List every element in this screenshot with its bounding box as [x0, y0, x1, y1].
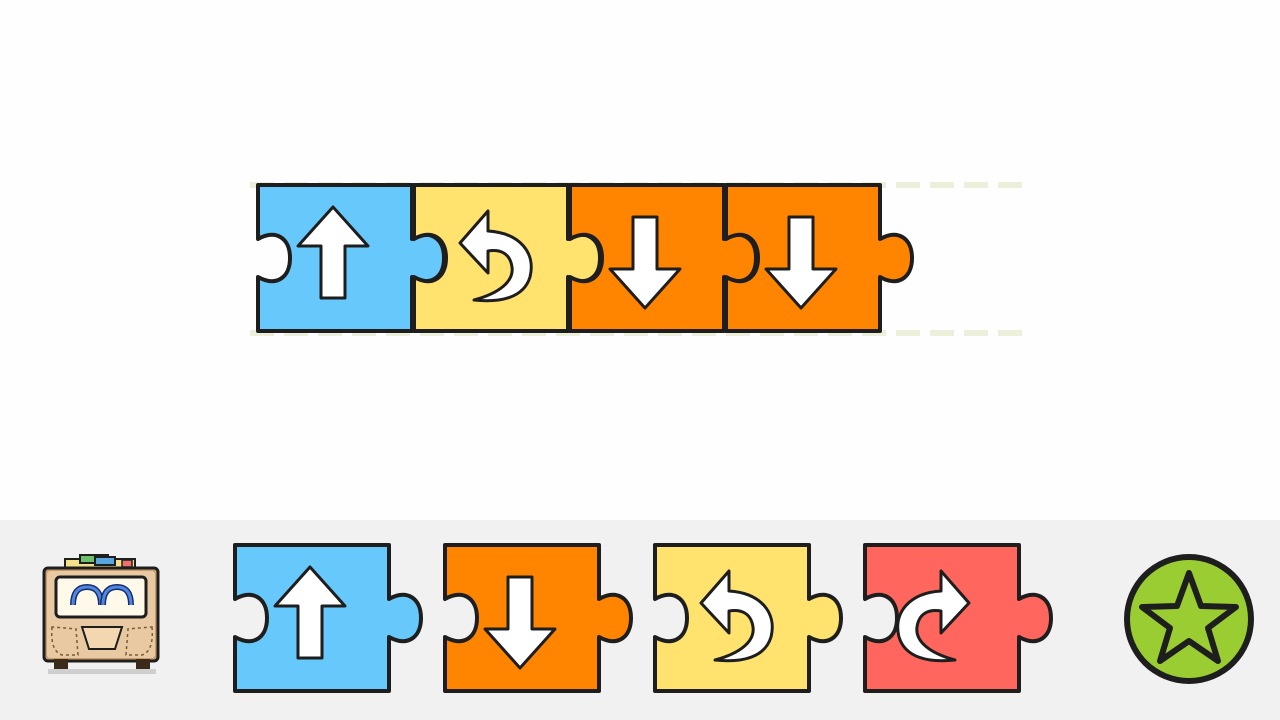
arrow-down-icon [483, 575, 557, 670]
turn-right-icon [896, 569, 971, 663]
block-body [653, 543, 843, 693]
star-icon [1139, 570, 1239, 664]
palette-block-backward[interactable] [443, 543, 643, 693]
program-area [250, 182, 1032, 336]
block-body [863, 543, 1053, 693]
program-block-backward[interactable] [724, 183, 924, 333]
program-block-turn-left[interactable] [412, 183, 612, 333]
arrow-down-icon [608, 215, 682, 310]
arrow-up-icon [273, 565, 347, 660]
block-body [724, 183, 914, 333]
turn-left-icon [699, 569, 774, 663]
arrow-down-icon [764, 215, 838, 310]
palette-block-turn-left[interactable] [653, 543, 853, 693]
program-block-forward[interactable] [256, 183, 456, 333]
block-palette [0, 520, 1280, 720]
turn-left-icon [458, 209, 533, 303]
robot-face-icon [42, 554, 160, 674]
block-body [443, 543, 633, 693]
run-program-button[interactable] [1119, 551, 1259, 691]
block-body [233, 543, 423, 693]
palette-block-forward[interactable] [233, 543, 433, 693]
robot-character[interactable] [40, 553, 164, 677]
palette-block-turn-right[interactable] [863, 543, 1063, 693]
arrow-up-icon [296, 205, 370, 300]
